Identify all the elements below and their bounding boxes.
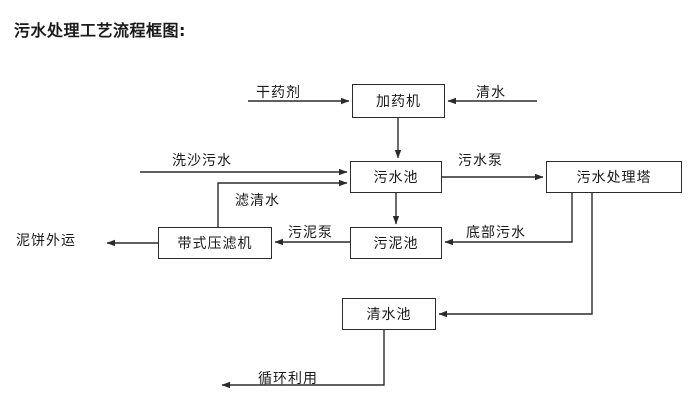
node-treatment-tower[interactable]: 污水处理塔 (546, 161, 682, 193)
label-sludge-pump: 污泥泵 (288, 225, 333, 241)
node-label: 加药机 (376, 94, 421, 110)
node-wastewater-pool[interactable]: 污水池 (350, 161, 442, 193)
node-sludge-pool[interactable]: 污泥池 (350, 227, 442, 259)
label-wastewater-pump: 污水泵 (458, 153, 503, 169)
label-recycle-reuse: 循环利用 (258, 371, 318, 387)
node-dosing-machine[interactable]: 加药机 (352, 84, 445, 118)
node-belt-filter-press[interactable]: 带式压滤机 (158, 227, 272, 259)
node-label: 带式压滤机 (177, 236, 253, 252)
edge-filtered-water (217, 179, 348, 227)
label-filtered-water: 滤清水 (235, 193, 280, 209)
page-title: 污水处理工艺流程框图: (14, 21, 186, 40)
label-mud-cake-out: 泥饼外运 (16, 233, 76, 249)
node-label: 污水处理塔 (576, 170, 652, 186)
label-clean-water-in: 清水 (476, 85, 506, 101)
node-label: 清水池 (366, 307, 412, 323)
label-dry-chemical: 干药剂 (256, 85, 301, 101)
node-clean-water-pool[interactable]: 清水池 (342, 298, 436, 330)
edge-recycle-reuse (221, 330, 385, 389)
label-sand-wash-water: 洗沙污水 (172, 153, 232, 169)
label-bottom-wastewater: 底部污水 (466, 225, 526, 241)
node-label: 污水池 (373, 170, 419, 186)
edge-tower-to-clean-water (438, 193, 593, 318)
edge-bottom-wastewater (444, 193, 573, 246)
node-label: 污泥池 (373, 236, 419, 252)
